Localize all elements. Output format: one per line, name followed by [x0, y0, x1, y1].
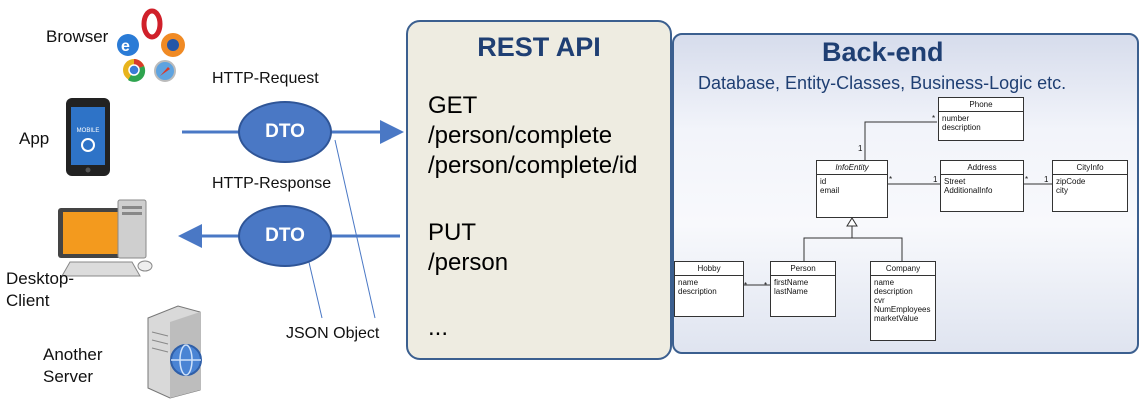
- http-response-label: HTTP-Response: [212, 175, 332, 192]
- multiplicity-label: *: [1025, 175, 1029, 184]
- uml-connectors: [742, 121, 1052, 286]
- multiplicity-label: *: [744, 281, 748, 290]
- app-label: App: [19, 129, 50, 148]
- multiplicity-label: *: [889, 175, 893, 184]
- uml-attribute: marketValue: [874, 314, 919, 323]
- multiplicity-label: 1: [933, 175, 938, 184]
- uml-class-infoentity: InfoEntity id email: [816, 160, 888, 218]
- uml-class-name: Person: [771, 262, 835, 276]
- uml-attribute: zipCode: [1056, 177, 1086, 186]
- dto-request-ellipse: DTO: [238, 101, 332, 163]
- multiplicity-label: 1: [858, 144, 863, 153]
- client-icons: e MOBILE: [58, 8, 202, 399]
- uml-class-cityinfo: CityInfo zipCode city: [1052, 160, 1128, 212]
- dto-response-ellipse: DTO: [238, 205, 332, 267]
- uml-class-company: Company name description cvr NumEmployee…: [870, 261, 936, 341]
- uml-attribute: lastName: [774, 287, 808, 296]
- uml-attribute: firstName: [774, 278, 809, 287]
- uml-class-name: Phone: [939, 98, 1023, 112]
- rest-method-put: PUT: [428, 219, 476, 246]
- uml-attribute: NumEmployees: [874, 305, 931, 314]
- browser-icons: e: [117, 8, 185, 82]
- uml-attribute: number: [942, 114, 970, 123]
- uml-class-name: Company: [871, 262, 935, 276]
- json-object-label: JSON Object: [286, 325, 380, 342]
- uml-class-name: Hobby: [675, 262, 743, 276]
- rest-endpoint: /person: [428, 249, 509, 276]
- rest-ellipsis: ...: [428, 314, 449, 341]
- another-server-label-line1: Another: [43, 345, 103, 364]
- uml-attribute: cvr: [874, 296, 885, 305]
- http-request-label: HTTP-Request: [212, 70, 319, 87]
- uml-attribute: email: [820, 186, 840, 195]
- another-server-label-line2: Server: [43, 367, 94, 386]
- mobile-phone-icon: MOBILE: [66, 98, 110, 176]
- uml-class-name: InfoEntity: [817, 161, 887, 175]
- desktop-computer-icon: [58, 199, 153, 277]
- uml-attribute: city: [1056, 186, 1068, 195]
- json-pointer-1: [334, 139, 376, 319]
- uml-attribute: description: [678, 287, 717, 296]
- uml-attribute: name: [874, 278, 895, 287]
- desktop-client-label: Desktop- Client: [6, 268, 74, 312]
- multiplicity-label: 1: [1044, 175, 1049, 184]
- backend-subtitle: Database, Entity-Classes, Business-Logic…: [698, 73, 1067, 93]
- uml-attribute: Street: [944, 177, 966, 186]
- uml-class-name: Address: [941, 161, 1023, 175]
- backend-title: Back-end: [822, 37, 944, 67]
- desktop-client-label-line1: Desktop-: [6, 269, 75, 288]
- multiplicity-label: *: [764, 281, 768, 290]
- multiplicity-label: *: [932, 114, 936, 123]
- uml-class-hobby: Hobby name description: [674, 261, 744, 317]
- uml-attribute: description: [942, 123, 981, 132]
- uml-attribute: description: [874, 287, 913, 296]
- uml-class-name: CityInfo: [1053, 161, 1127, 175]
- another-server-label: Another Server: [43, 344, 103, 388]
- svg-text:e: e: [121, 38, 130, 55]
- uml-attribute: AdditionalInfo: [944, 186, 993, 195]
- json-pointer-2: [307, 257, 323, 319]
- uml-class-person: Person firstName lastName: [770, 261, 836, 317]
- uml-class-phone: Phone number description: [938, 97, 1024, 141]
- rest-api-panel: REST API GET /person/complete /person/co…: [406, 20, 672, 360]
- rest-endpoint: /person/complete: [428, 122, 613, 149]
- rest-endpoint: /person/complete/id: [428, 152, 638, 179]
- rest-method-get: GET: [428, 92, 478, 119]
- server-icon: [147, 305, 202, 399]
- uml-attribute: name: [678, 278, 699, 287]
- browser-label: Browser: [46, 27, 109, 46]
- uml-class-address: Address Street AdditionalInfo: [940, 160, 1024, 212]
- svg-text:MOBILE: MOBILE: [77, 128, 100, 134]
- desktop-client-label-line2: Client: [6, 291, 50, 310]
- rest-api-title: REST API: [477, 32, 601, 62]
- uml-attribute: id: [820, 177, 827, 186]
